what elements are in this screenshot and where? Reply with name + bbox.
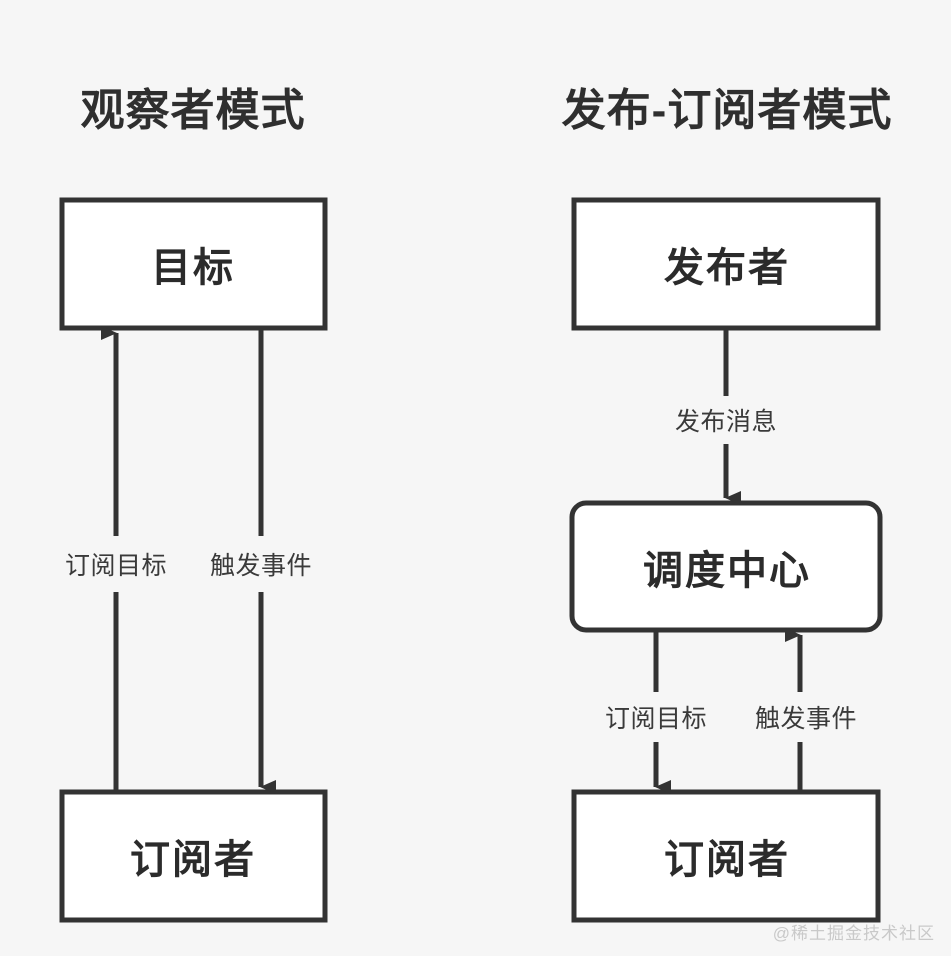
panel-title-pubsub: 发布-订阅者模式 (561, 86, 893, 135)
panel-title-observer: 观察者模式 (80, 86, 306, 135)
edge-label-publish-message: 发布消息 (670, 399, 782, 441)
watermark: @稀土掘金技术社区 (772, 924, 935, 943)
node-label-pubsub-subscriber: 订阅者 (664, 838, 790, 882)
pubsub-panel-shapes (569, 197, 883, 923)
node-label-subject: 目标 (151, 246, 235, 290)
node-subject-box (59, 197, 328, 331)
edge-label-notify: 触发事件 (205, 543, 317, 585)
edge-label-subscribe-target: 订阅目标 (600, 696, 712, 738)
node-label-observer-subscriber: 订阅者 (130, 838, 256, 882)
node-label-publisher: 发布者 (664, 246, 790, 290)
node-observer-subscriber-box (59, 789, 328, 923)
edge-label-subscribe: 订阅目标 (60, 543, 172, 585)
node-publisher-box (571, 197, 881, 331)
node-pubsub-subscriber-box (571, 789, 881, 923)
edge-label-trigger-event: 触发事件 (750, 696, 862, 738)
node-label-broker: 调度中心 (643, 549, 811, 593)
observer-panel-shapes (59, 197, 328, 923)
